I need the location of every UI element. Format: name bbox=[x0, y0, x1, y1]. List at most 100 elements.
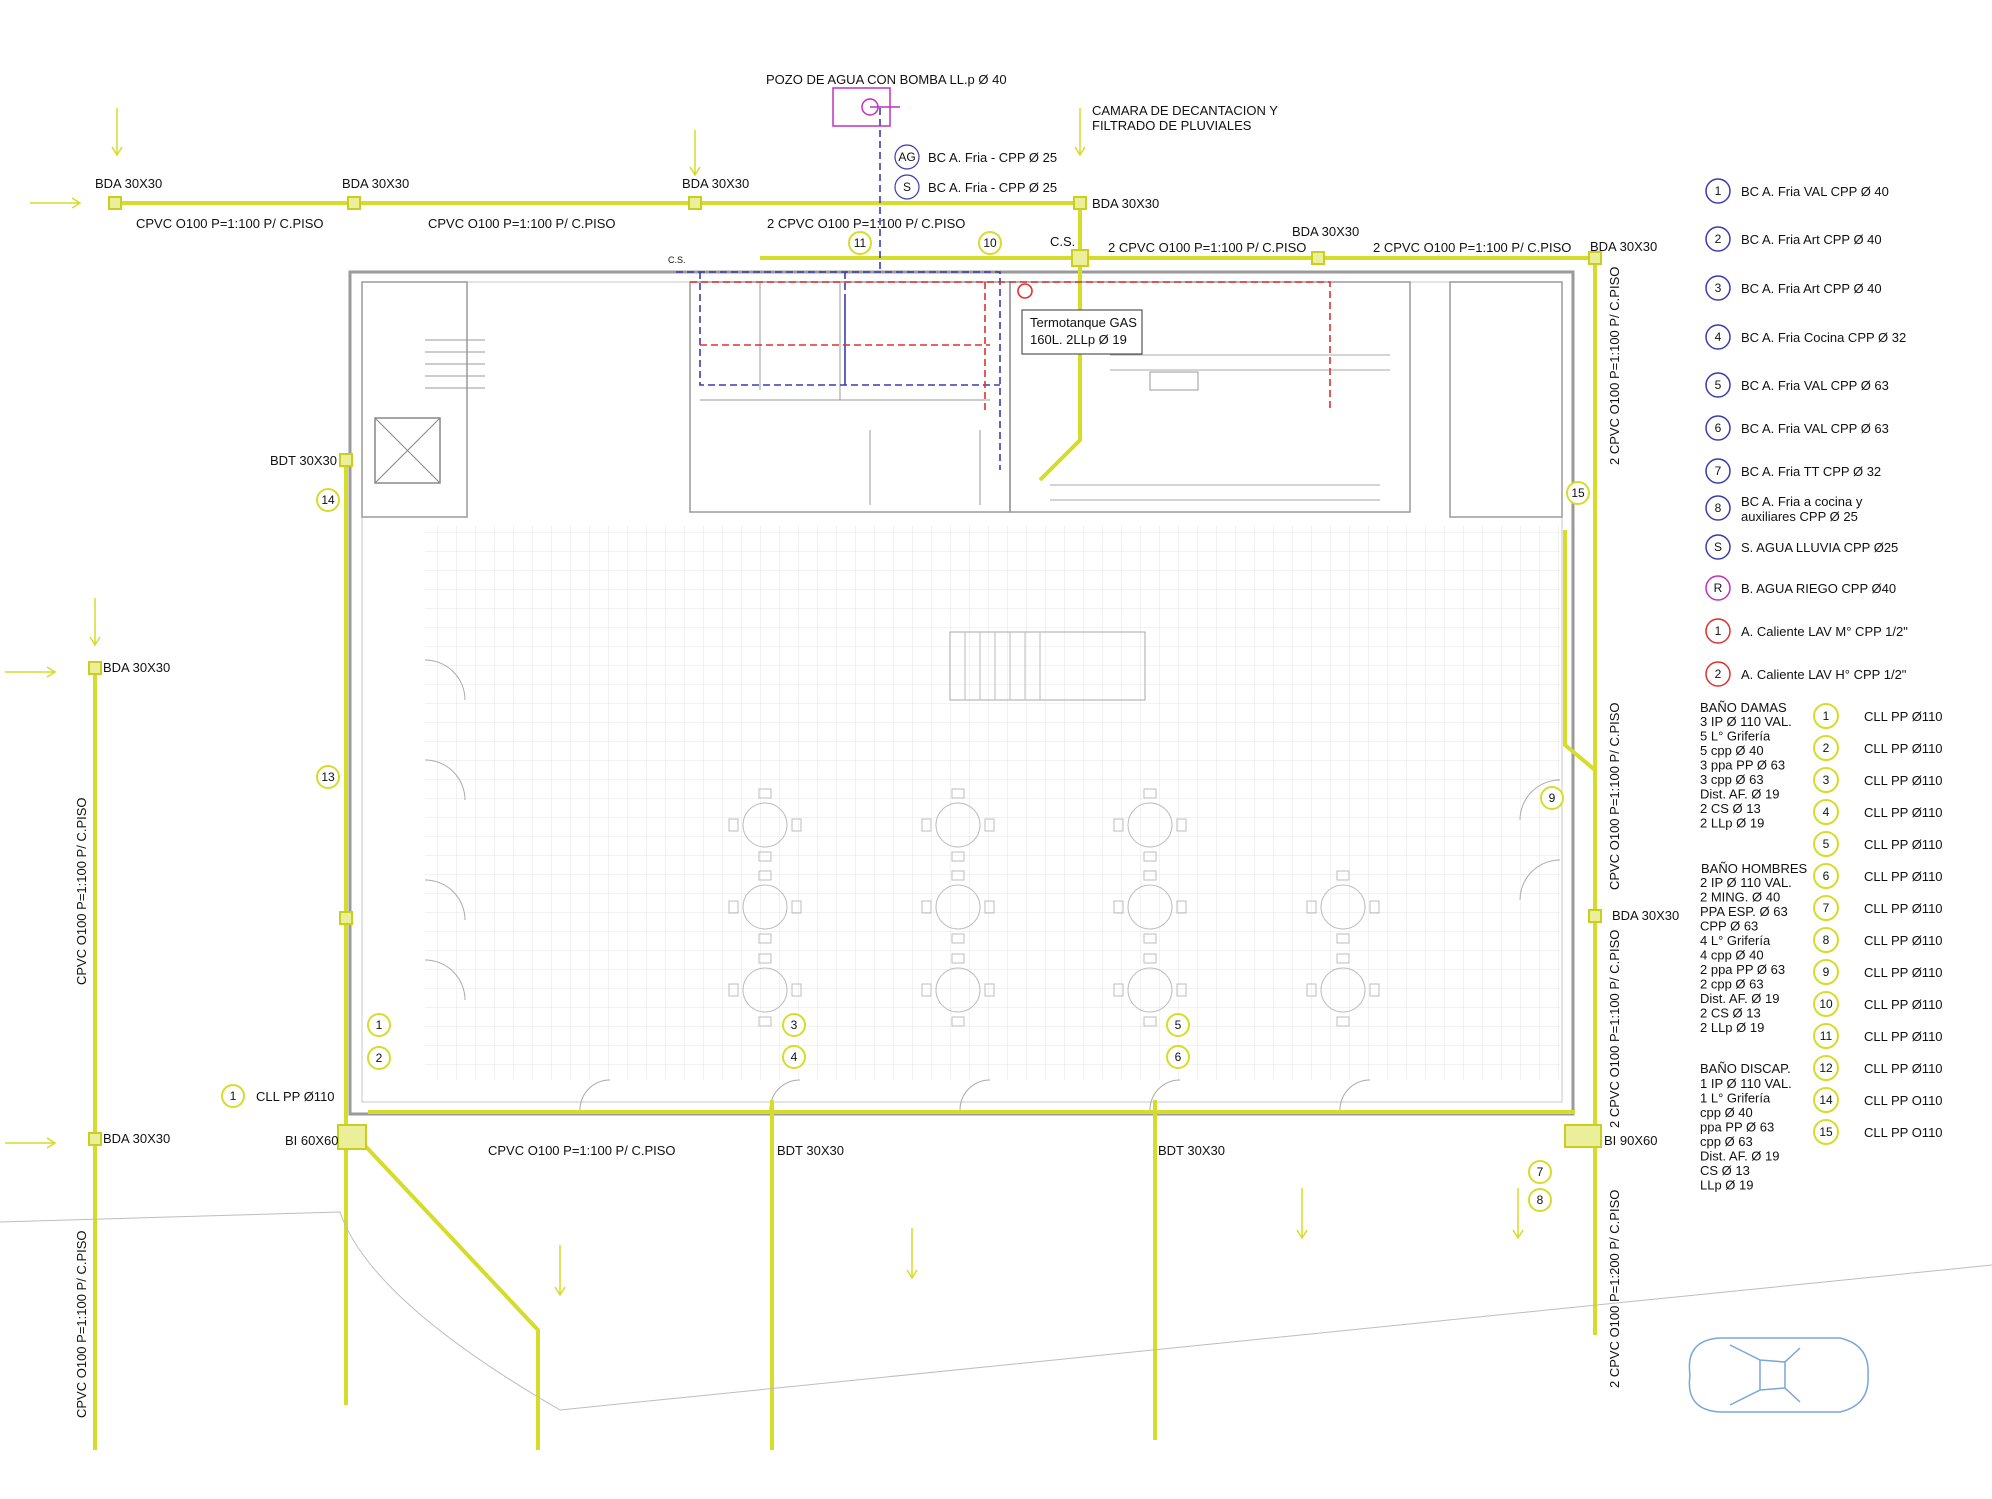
fixture-item: Dist. AF. Ø 19 bbox=[1700, 991, 1779, 1006]
s-marker bbox=[894, 174, 920, 200]
cll-text: CLL PP O110 bbox=[1864, 1125, 1943, 1140]
svg-text:11: 11 bbox=[854, 236, 867, 250]
cll-label: CLL PP Ø110 bbox=[256, 1089, 335, 1104]
legend-marker bbox=[1705, 372, 1731, 398]
marker: 1 bbox=[367, 1013, 391, 1037]
bda-box bbox=[88, 661, 102, 675]
discap-title: BAÑO DISCAP. bbox=[1700, 1061, 1791, 1076]
cll-marker bbox=[1813, 927, 1839, 953]
termotanque-box bbox=[1021, 309, 1143, 355]
marker: 5 bbox=[1166, 1013, 1190, 1037]
cll-number: 10 bbox=[1819, 997, 1833, 1011]
marker: 9 bbox=[1540, 786, 1564, 810]
bdt-label: BDT 30X30 bbox=[1158, 1143, 1225, 1158]
fixture-item: Dist. AF. Ø 19 bbox=[1700, 1149, 1779, 1164]
cll-text: CLL PP Ø110 bbox=[1864, 741, 1943, 756]
top-labels: POZO DE AGUA CON BOMBA LL.p Ø 40 CAMARA … bbox=[766, 72, 1278, 200]
cll-number: 15 bbox=[1819, 1125, 1833, 1139]
bathroom-partitions bbox=[700, 282, 990, 505]
cll-marker bbox=[1813, 703, 1839, 729]
termotanque-line-2: 160L. 2LLp Ø 19 bbox=[1030, 332, 1127, 347]
legend-code: S bbox=[1714, 540, 1722, 554]
legend-code: 4 bbox=[1715, 330, 1722, 344]
ag-code: AG bbox=[898, 150, 915, 164]
fixture-item: 5 cpp Ø 40 bbox=[1700, 743, 1764, 758]
bda-box bbox=[688, 196, 702, 210]
cll-marker bbox=[1813, 1023, 1839, 1049]
cll-row: 15 CLL PP O110 bbox=[1813, 1119, 1943, 1145]
svg-text:15: 15 bbox=[1571, 486, 1585, 500]
right-facade-drain bbox=[1563, 530, 1597, 772]
svg-text:1: 1 bbox=[230, 1089, 237, 1103]
svg-text:14: 14 bbox=[321, 493, 335, 507]
cpvc-label: CPVC O100 P=1:100 P/ C.PISO bbox=[488, 1143, 676, 1158]
cll-marker bbox=[1813, 1119, 1839, 1145]
fixture-item: 2 IP Ø 110 VAL. bbox=[1700, 875, 1792, 890]
svg-text:7: 7 bbox=[1537, 1165, 1544, 1179]
cll-text: CLL PP Ø110 bbox=[1864, 1029, 1943, 1044]
legend-text: BC A. Fria TT CPP Ø 32 bbox=[1741, 464, 1881, 479]
cll-text: CLL PP Ø110 bbox=[1864, 933, 1943, 948]
bda-box bbox=[1588, 251, 1602, 265]
cpvc-2-200-vertical-label: 2 CPVC O100 P=1:200 P/ C.PISO bbox=[1607, 1190, 1622, 1388]
cll-text: CLL PP Ø110 bbox=[1864, 901, 1943, 916]
legend-marker bbox=[1705, 415, 1731, 441]
central-stair bbox=[949, 631, 1146, 701]
cll-marker bbox=[1813, 895, 1839, 921]
svg-text:2: 2 bbox=[376, 1051, 383, 1065]
legend-marker bbox=[1705, 275, 1731, 301]
legend-code: 5 bbox=[1715, 378, 1722, 392]
cll-marker bbox=[1813, 863, 1839, 889]
fixture-item: cpp Ø 40 bbox=[1700, 1105, 1753, 1120]
arrow bbox=[1296, 1188, 1308, 1240]
cll-number: 1 bbox=[1823, 709, 1830, 723]
cll-text: CLL PP Ø110 bbox=[1864, 773, 1943, 788]
cll-number: 11 bbox=[1820, 1029, 1833, 1043]
fixture-item: 2 CS Ø 13 bbox=[1700, 801, 1761, 816]
fixture-item: 3 cpp Ø 63 bbox=[1700, 772, 1764, 787]
arrow bbox=[689, 130, 701, 177]
legend-code: 1 bbox=[1715, 184, 1722, 198]
cpvc-vertical-label: CPVC O100 P=1:100 P/ C.PISO bbox=[74, 797, 89, 985]
marker: 1 bbox=[221, 1084, 245, 1108]
cpvc-2-vertical-label: 2 CPVC O100 P=1:100 P/ C.PISO bbox=[1607, 267, 1622, 465]
fixture-item: 2 LLp Ø 19 bbox=[1700, 816, 1764, 831]
legend-code: 7 bbox=[1715, 464, 1722, 478]
legend-marker bbox=[1705, 458, 1731, 484]
legend-code: R bbox=[1714, 581, 1723, 595]
legend-text: BC A. Fria a cocina y bbox=[1741, 494, 1863, 509]
bi-60-label: BI 60X60 bbox=[285, 1133, 339, 1148]
fixture-item: LLp Ø 19 bbox=[1700, 1178, 1754, 1193]
cll-number: 7 bbox=[1823, 901, 1830, 915]
cpvc-2-label: 2 CPVC O100 P=1:100 P/ C.PISO bbox=[1373, 240, 1571, 255]
fixture-item: 5 L° Grifería bbox=[1700, 729, 1771, 744]
right-glass-doors bbox=[1519, 779, 1561, 901]
bda-label: BDA 30X30 bbox=[682, 176, 749, 191]
cll-number: 8 bbox=[1823, 933, 1830, 947]
cll-number: 4 bbox=[1823, 805, 1830, 819]
svg-text:1: 1 bbox=[376, 1018, 383, 1032]
bathroom-block bbox=[689, 281, 1011, 513]
camara-label-2: FILTRADO DE PLUVIALES bbox=[1092, 118, 1252, 133]
bda-box bbox=[339, 911, 353, 925]
cll-text: CLL PP O110 bbox=[1864, 1093, 1943, 1108]
fixture-item: 2 ppa PP Ø 63 bbox=[1700, 962, 1785, 977]
dining-table bbox=[1306, 953, 1380, 1027]
cll-marker bbox=[1813, 799, 1839, 825]
stair-steps bbox=[425, 339, 485, 389]
legend-code: 3 bbox=[1715, 281, 1722, 295]
bi-60-box bbox=[337, 1124, 367, 1150]
bda-label: BDA 30X30 bbox=[103, 1131, 170, 1146]
dining-table bbox=[921, 788, 995, 862]
